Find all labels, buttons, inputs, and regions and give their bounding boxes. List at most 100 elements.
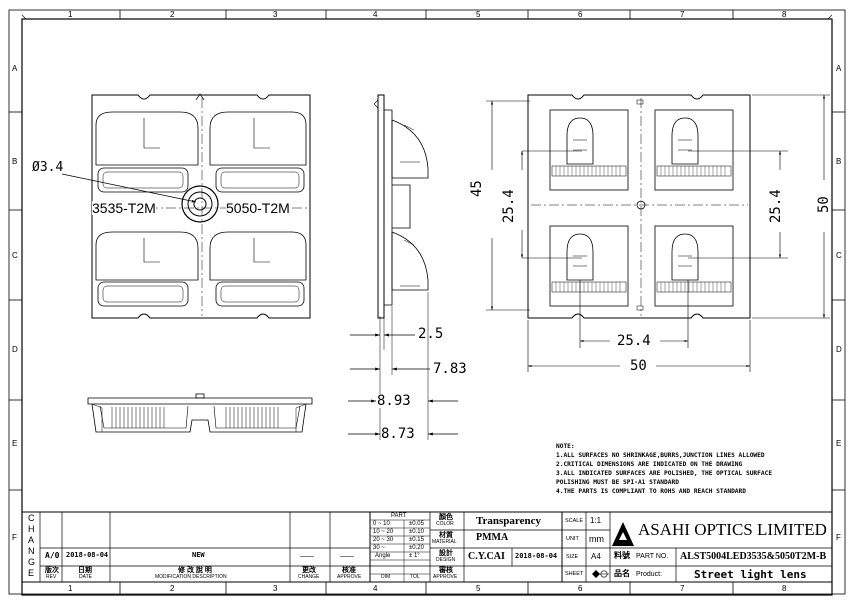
part-no-label-cn: 料號	[614, 551, 630, 560]
approve2-label-en: APPROVE	[433, 574, 458, 580]
note-line-2: 2.CRITICAL DIMENSIONS ARE INDICATED ON T…	[556, 461, 743, 468]
tol-range-4: 30 ~	[373, 545, 385, 551]
color-label-en: COLOR	[436, 521, 454, 527]
design-date: 2018-08-04	[515, 552, 558, 560]
note-line-4: POLISHING MUST BE SPI-A1 STANDARD	[556, 479, 679, 486]
tol-range-2: 10 ~ 20	[373, 529, 394, 535]
back-dim-45: 45	[469, 180, 485, 197]
grid-row-f-right: F	[836, 533, 841, 542]
grid-row-b: B	[12, 157, 18, 166]
side-dim-2-5: 2.5	[418, 326, 444, 342]
material-value: PMMA	[476, 532, 509, 543]
grid-col-8-bottom: 8	[782, 584, 787, 593]
unit-value: mm	[589, 534, 604, 544]
grid-col-1-bottom: 1	[68, 584, 73, 593]
tol-value-4: ±0.20	[409, 545, 424, 551]
side-view	[348, 94, 458, 440]
note-line-3: 3.ALL INDICATED SURFACES ARE POLISHED, T…	[556, 470, 773, 477]
color-label-cn: 顏色	[439, 514, 453, 521]
desc-label-cn: 修 改 說 明	[178, 567, 212, 574]
change-label-en: CHANGE	[298, 574, 320, 580]
grid-col-1: 1	[68, 10, 73, 19]
grid-row-a: A	[12, 64, 18, 73]
grid-col-2-bottom: 2	[170, 584, 175, 593]
front-view	[61, 93, 311, 319]
bottom-view	[87, 393, 313, 433]
side-dim-8-93: 8.93	[377, 393, 411, 409]
change-letter-n: N	[28, 546, 35, 556]
change-value: ——	[300, 553, 314, 560]
grid-col-4: 4	[373, 10, 378, 19]
back-view-dimensions	[486, 94, 830, 372]
description-value: NEW	[192, 551, 205, 559]
bottom-view-ribs	[111, 407, 279, 428]
grid-col-3: 3	[273, 10, 278, 19]
size-value: A4	[591, 552, 601, 561]
change-letter-h: H	[28, 524, 35, 534]
grid-row-e: E	[12, 439, 18, 448]
part-no-value: ALST5004LED3535&5050T2M-B	[680, 551, 827, 562]
notes-heading: NOTE:	[556, 443, 575, 450]
tol-value-3: ±0.15	[409, 537, 424, 543]
grid-col-7-bottom: 7	[680, 584, 685, 593]
approve-value: ——	[340, 553, 354, 560]
change-letter-e: E	[28, 568, 35, 578]
tol-range-5: Angle	[375, 553, 391, 559]
part-no-label: PART NO.	[636, 553, 669, 560]
tol-range-1: 0 ~ 10	[373, 521, 390, 527]
tol-value-2: ±0.10	[409, 529, 424, 535]
rev-value: A/0	[45, 551, 60, 560]
title-block-lines	[22, 511, 832, 583]
grid-col-5: 5	[476, 10, 481, 19]
front-dia-label: Ø3.4	[32, 160, 64, 175]
note-line-5: 4.THE PARTS IS COMPLIANT TO ROHS AND REA…	[556, 488, 746, 495]
change-label-cn: 更改	[302, 567, 316, 574]
grid-col-5-bottom: 5	[476, 584, 481, 593]
grid-col-3-bottom: 3	[273, 584, 278, 593]
material-label-cn: 材質	[439, 532, 453, 539]
side-dim-8-73: 8.73	[381, 426, 415, 442]
grid-row-e-right: E	[836, 439, 842, 448]
grid-col-4-bottom: 4	[373, 584, 378, 593]
grid-col-6-bottom: 6	[578, 584, 583, 593]
grid-col-2: 2	[170, 10, 175, 19]
tol-tol-label: TOL	[410, 574, 420, 580]
color-value: Transparency	[476, 515, 541, 527]
grid-col-6: 6	[578, 10, 583, 19]
sheet-frame	[8, 9, 846, 596]
tol-value-5: ± 1°	[409, 553, 420, 559]
date-value: 2018-08-04	[66, 551, 109, 559]
tolerance-header: PART	[391, 513, 407, 519]
change-letter-g: G	[28, 557, 36, 567]
product-value: Street light lens	[694, 568, 807, 581]
grid-row-b-right: B	[836, 157, 842, 166]
design-label-cn: 設計	[439, 550, 453, 557]
product-label: Product:	[636, 571, 663, 578]
approve-label-en: APPROVE	[337, 574, 362, 580]
material-label-en: MATERIAL	[432, 539, 457, 545]
back-dim-50-horizontal: 50	[630, 358, 647, 374]
back-dim-25-4-left: 25.4	[501, 189, 517, 223]
company-logo-icon	[612, 522, 634, 546]
tol-range-3: 20 ~ 30	[373, 537, 394, 543]
desc-label-en: MODIFICATION DESCRIPTION	[155, 574, 227, 580]
company-name: ASAHI OPTICS LIMITED	[638, 520, 827, 539]
date-label-cn: 日期	[78, 567, 92, 574]
scale-value: 1:1	[590, 516, 602, 525]
grid-row-d: D	[12, 345, 18, 354]
scale-label: SCALE	[565, 518, 584, 524]
change-letter-a: A	[28, 535, 35, 545]
unit-label: UNIT	[566, 536, 579, 542]
grid-row-c-right: C	[836, 251, 842, 260]
grid-row-c: C	[12, 251, 18, 260]
grid-col-8: 8	[782, 10, 787, 19]
back-dim-25-4-horizontal: 25.4	[617, 333, 651, 349]
approve-label-cn: 核准	[342, 567, 356, 574]
tol-dim-label: DIM	[381, 574, 391, 580]
grid-col-7: 7	[680, 10, 685, 19]
sheet-label: SHEET	[565, 571, 584, 577]
rev-label-cn: 版次	[45, 567, 59, 574]
side-dim-7-83: 7.83	[433, 361, 467, 377]
designer: C.Y.CAI	[468, 551, 505, 562]
